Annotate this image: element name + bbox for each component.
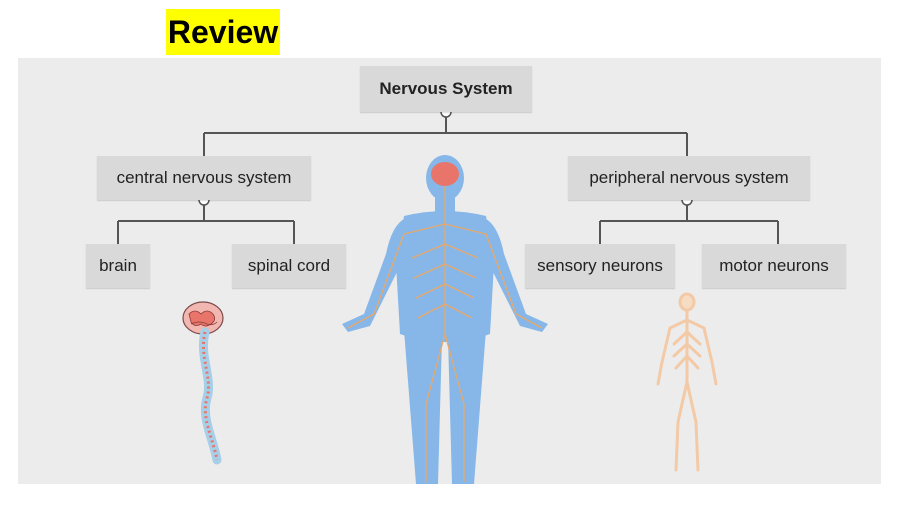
brain-spine-illustration	[182, 301, 224, 465]
brain-node: brain	[86, 244, 150, 288]
nervous-system-node: Nervous System	[360, 66, 532, 112]
human-nervous-system-figure	[342, 155, 548, 484]
motor-neurons-node: motor neurons	[702, 244, 846, 288]
sensory-neurons-node: sensory neurons	[525, 244, 675, 288]
spinal-cord-node: spinal cord	[232, 244, 346, 288]
peripheral-nerves-figure	[656, 292, 718, 472]
review-label: Review	[166, 9, 280, 55]
central-nervous-system-node: central nervous system	[97, 156, 311, 200]
peripheral-nervous-system-node: peripheral nervous system	[568, 156, 810, 200]
diagram-panel: Nervous System central nervous system pe…	[18, 58, 881, 484]
